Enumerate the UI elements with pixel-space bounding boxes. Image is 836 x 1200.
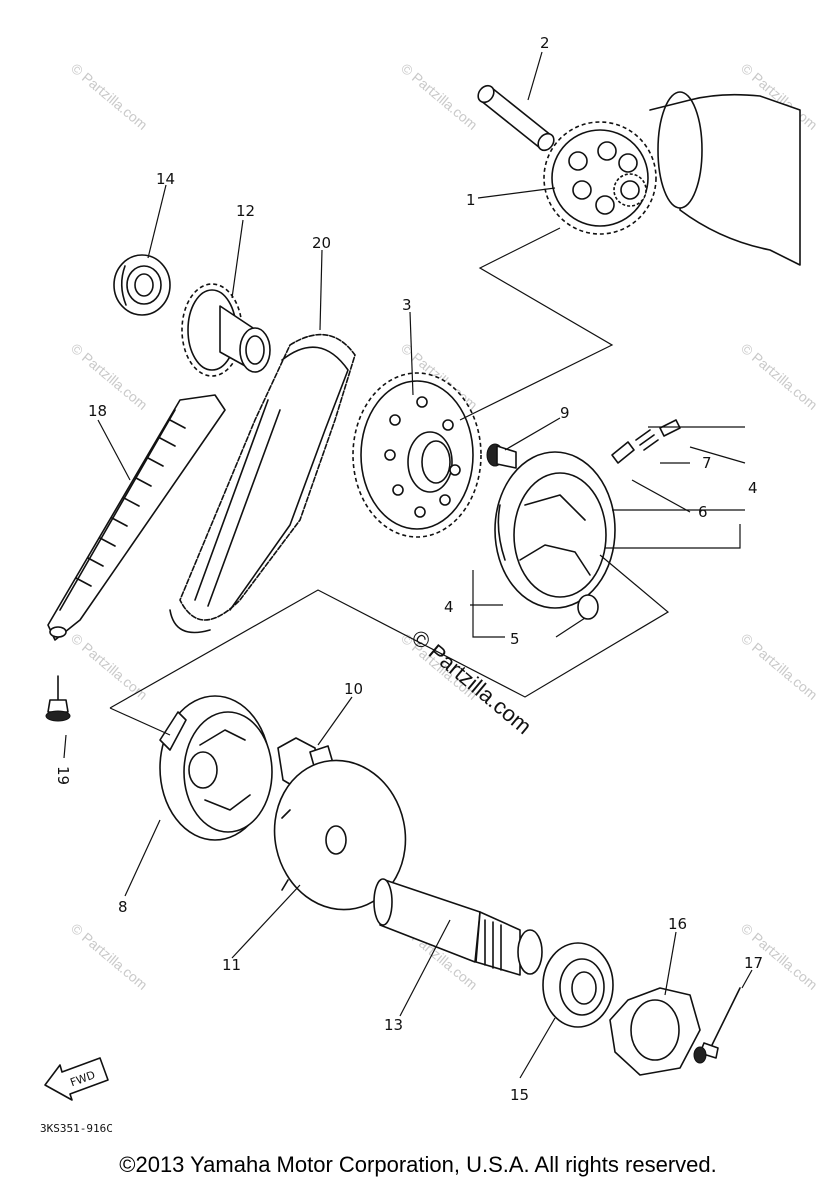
- part-2-shaft: [477, 84, 555, 152]
- callout-9: 9: [560, 404, 570, 422]
- callout-12: 12: [236, 202, 255, 220]
- drawing-code: 3KS351-916C: [40, 1122, 113, 1135]
- part-15-bearing: [542, 942, 614, 1028]
- watermark: © Partzilla.com: [738, 630, 821, 703]
- part-11-plate: [273, 759, 407, 911]
- callout-14: 14: [156, 170, 175, 188]
- part-4-clutch-housing: [494, 451, 616, 609]
- watermark: © Partzilla.com: [398, 60, 481, 133]
- callout-10: 10: [344, 680, 363, 698]
- callout-2: 2: [540, 34, 550, 52]
- callout-4b: 4: [748, 479, 758, 497]
- part-5-roller: [577, 594, 599, 620]
- leader-lines: [63, 51, 753, 1079]
- part-20-chain: [169, 333, 356, 634]
- part-1-idle-gear: [543, 121, 657, 235]
- part-12-gear-shaft: [181, 283, 271, 377]
- callout-6: 6: [698, 503, 708, 521]
- callout-19: 19: [54, 766, 72, 785]
- part-3-sprocket: [352, 372, 482, 538]
- callout-8: 8: [118, 898, 128, 916]
- fwd-arrow-icon: FWD: [44, 1057, 109, 1101]
- part-8-starter-wheel: [159, 695, 273, 841]
- callouts: 1 2 3 4 5 6 7 4 8 9 10 11 12 13 14 15 16…: [54, 34, 763, 1104]
- callout-1: 1: [466, 191, 476, 209]
- callout-3: 3: [402, 296, 412, 314]
- callout-18: 18: [88, 402, 107, 420]
- callout-16: 16: [668, 915, 687, 933]
- starter-motor: [649, 91, 801, 266]
- callout-5: 5: [510, 630, 520, 648]
- watermark: © Partzilla.com: [68, 920, 151, 993]
- callout-15: 15: [510, 1086, 529, 1104]
- part-13-shaft: [373, 878, 543, 976]
- callout-20: 20: [312, 234, 331, 252]
- callout-11: 11: [222, 956, 241, 974]
- part-19-bolt: [45, 675, 71, 722]
- watermark: © Partzilla.com: [68, 340, 151, 413]
- callout-17: 17: [744, 954, 763, 972]
- watermark: © Partzilla.com: [68, 60, 151, 133]
- copyright-notice: ©2013 Yamaha Motor Corporation, U.S.A. A…: [119, 1152, 717, 1177]
- part-6-7-spring-cap: [611, 419, 681, 464]
- assembly-lines: [109, 227, 746, 736]
- callout-4: 4: [444, 598, 454, 616]
- part-9-small-gear: [486, 443, 517, 469]
- callout-13: 13: [384, 1016, 403, 1034]
- part-18-chain-guide: [47, 394, 226, 641]
- part-16-retainer: [609, 987, 701, 1076]
- watermark: © Partzilla.com: [738, 340, 821, 413]
- part-17-screw: [693, 987, 741, 1064]
- part-14-bearing: [113, 254, 171, 316]
- callout-7: 7: [702, 454, 712, 472]
